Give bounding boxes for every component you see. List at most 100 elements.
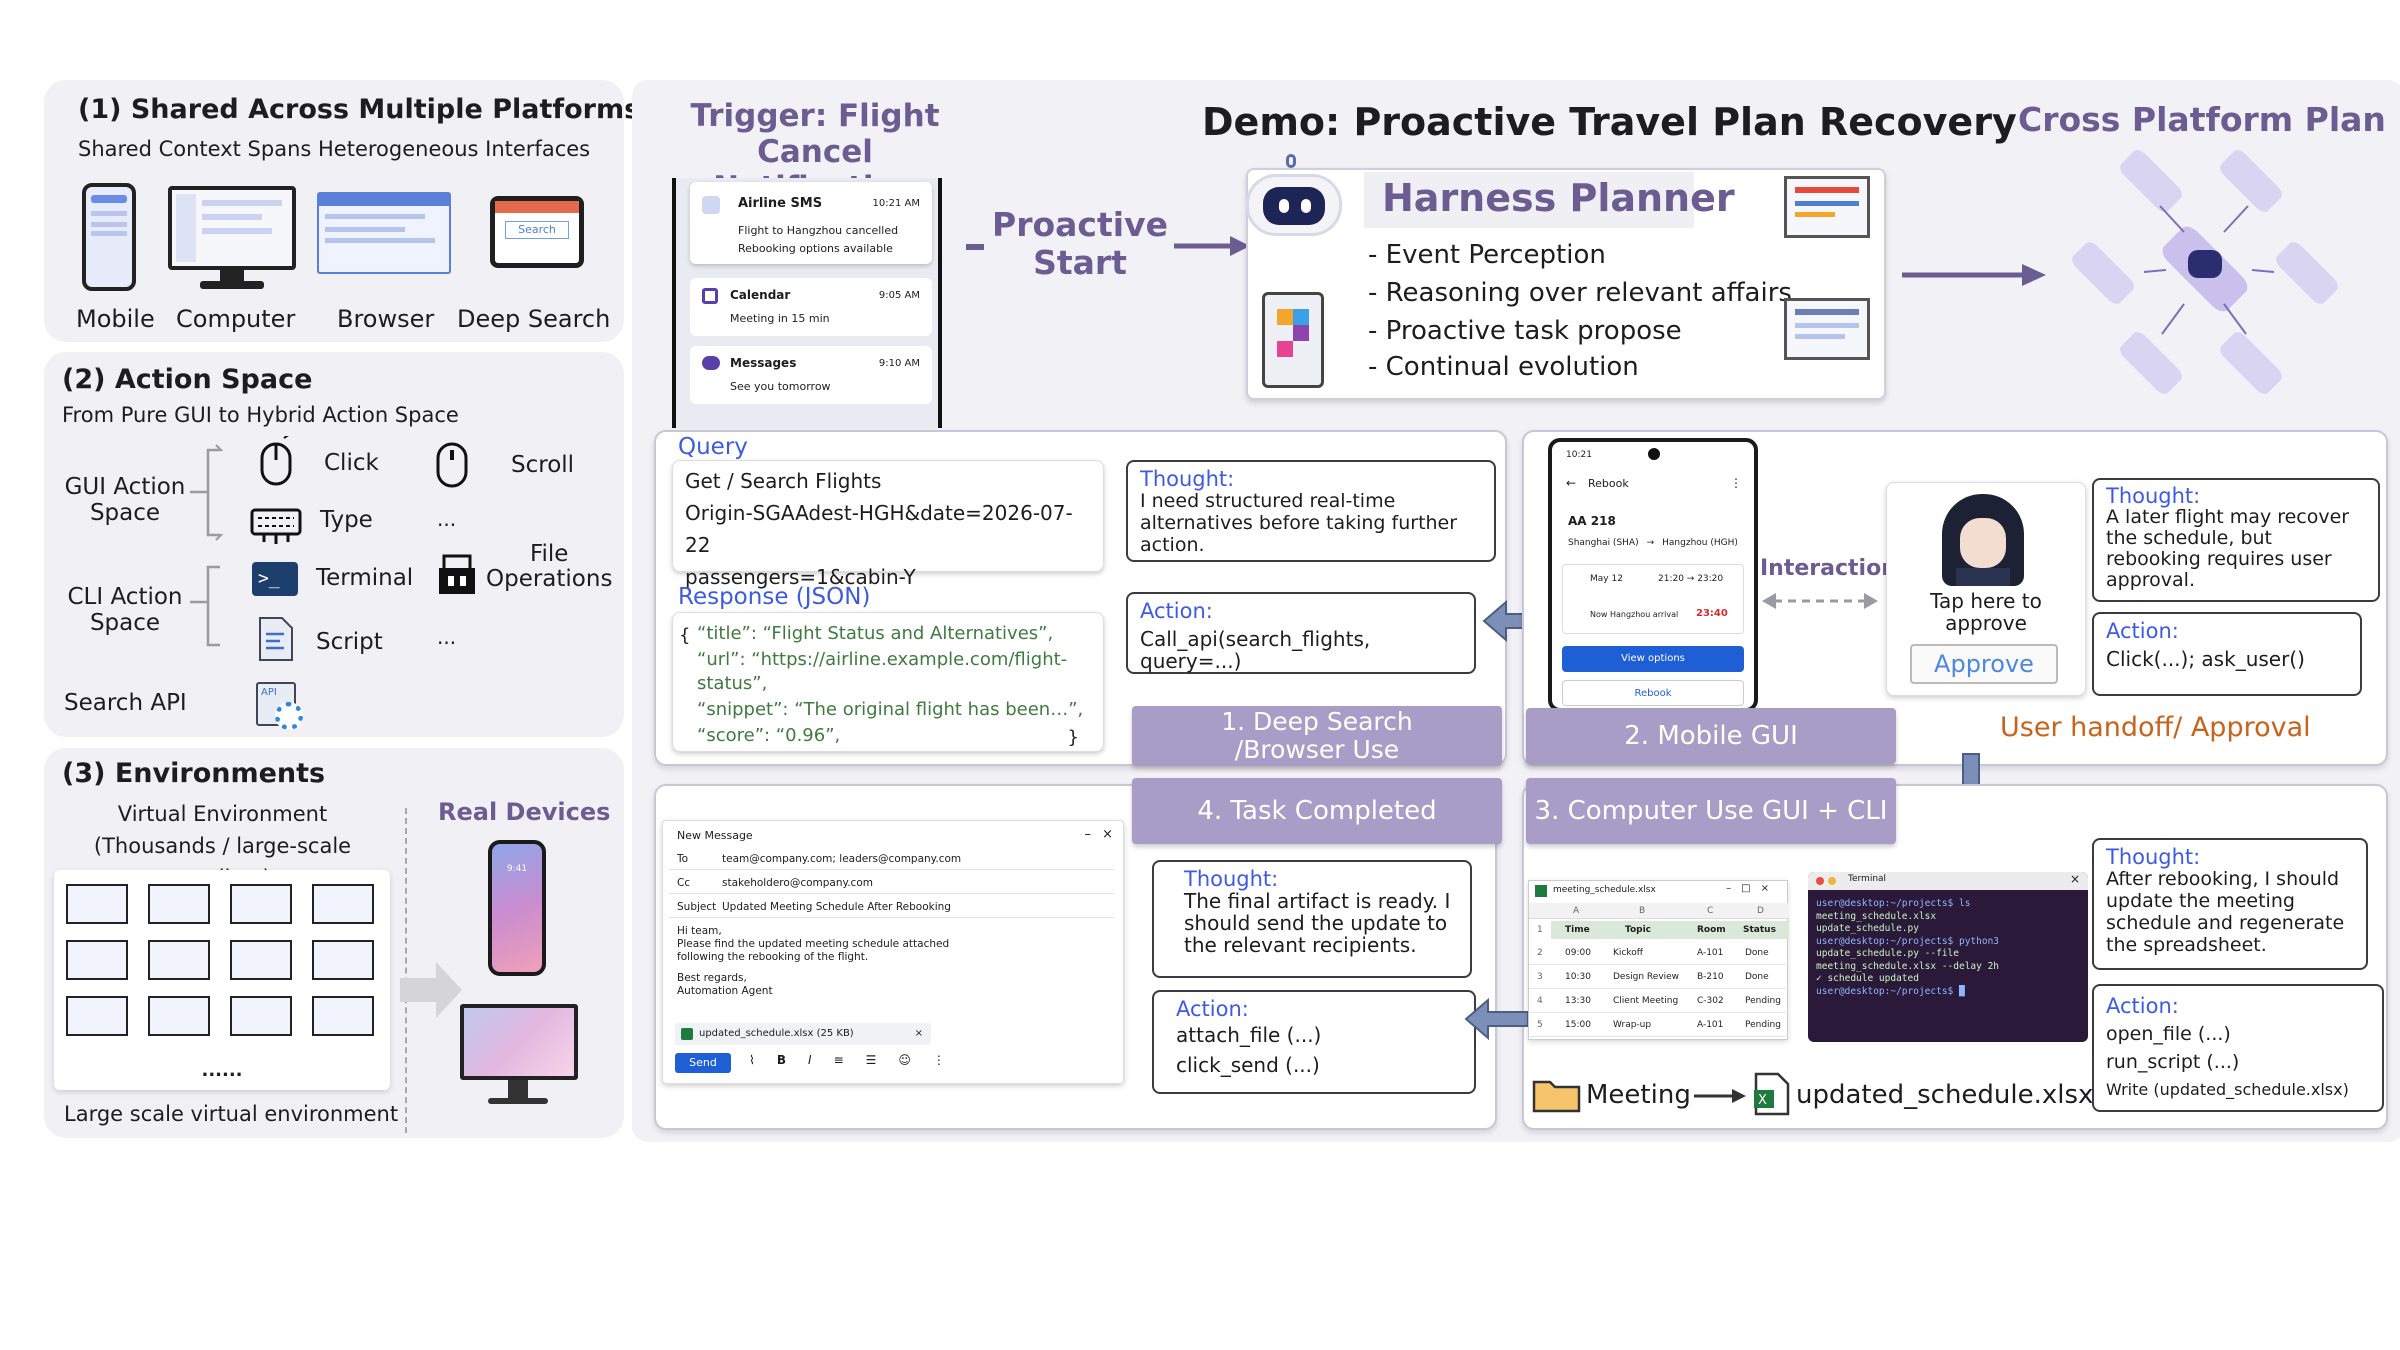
ordered-list-icon[interactable]: ≡ [833,1053,844,1067]
scroll-label: Scroll [511,452,575,478]
messages-icon [702,356,720,370]
terminal-line: ✓ schedule updated [1816,973,1919,984]
rebook-details-box [1562,564,1744,634]
search-api-label: Search API [64,690,187,716]
route-from: Shanghai (SHA) [1568,538,1639,548]
rebook-button[interactable]: Rebook [1562,680,1744,706]
emoji-icon[interactable]: ☺ [898,1053,911,1067]
italic-icon[interactable]: I [808,1053,812,1067]
sec1-title: (1) Shared Across Multiple Platforms [78,94,641,125]
step3-to-step4-arrow [1464,997,1529,1041]
terminal-icon: >_ [252,562,298,596]
route-to: Hangzhou (HGH) [1662,538,1738,548]
more-options-icon[interactable]: ⋮ [932,1053,945,1067]
real-phone-icon: 9:41 [488,840,546,976]
rebook-times: 21:20 → 23:20 [1658,574,1724,584]
rebook-phone: 10:21 ← Rebook ⋮ AA 218 Shanghai (SHA) →… [1548,438,1758,712]
step2-thought-box: Thought: A later flight may recover the … [2092,478,2380,602]
computer-monitor-icon [168,186,296,270]
bullet-list-icon[interactable]: ☰ [865,1053,877,1067]
step2-action-box: Action: Click(...); ask_user() [2092,612,2362,696]
keyboard-type-icon [250,508,302,544]
cli-action-label-line1: CLI Action [67,584,183,610]
terminal-close-icon[interactable]: × [2069,872,2080,886]
send-button[interactable]: Send [675,1053,731,1073]
terminal-label: Terminal [316,565,414,591]
calendar-line1: Meeting in 15 min [730,312,830,325]
gui-action-label-line2: Space [89,500,161,526]
email-attachment-chip[interactable]: updated_schedule.xlsx (25 KB) × [675,1023,931,1045]
file-operations-icon [439,554,475,594]
step1-thought-label: Thought: [1140,467,1235,491]
sms-app-name: Airline SMS [738,196,823,211]
room-cell: A-101 [1697,948,1724,958]
subject-value: Updated Meeting Schedule After Rebooking [722,901,951,913]
rebook-header: Rebook [1588,477,1629,490]
response-line2: “url”: “https://airline.example.com/flig… [697,649,1068,670]
response-line5: “score”: “0.96”, [697,725,841,746]
step3-action-box: Action: open_file (...) run_script (...)… [2092,984,2384,1112]
sandbox-monitor [148,940,210,980]
sandbox-monitor [312,884,374,924]
messages-time: 9:10 AM [878,358,920,369]
attach-clip-icon[interactable]: ⌇ [749,1053,755,1067]
virtual-sandbox-box: ...... [54,870,390,1090]
mobile-device-icon [82,183,136,291]
excel-title: meeting_schedule.xlsx [1553,885,1656,895]
email-body[interactable]: Hi team, Please find the updated meeting… [677,925,949,998]
platform-label-deep-search: Deep Search [457,305,611,333]
row-number: 4 [1537,996,1543,1006]
view-options-button[interactable]: View options [1562,646,1744,672]
meeting-to-file-arrow [1694,1089,1746,1103]
updated-file-label: updated_schedule.xlsx [1796,1080,2094,1110]
virtual-env-line1: Virtual Environment [117,802,328,826]
body-line5: Automation Agent [677,985,773,997]
email-close-icon[interactable]: × [1102,827,1113,842]
status-cell: Pending [1745,1020,1781,1030]
email-minimize-icon[interactable]: – [1084,827,1092,842]
rebook-menu-icon[interactable]: ⋮ [1730,476,1742,490]
notification-messages[interactable]: Messages 9:10 AM See you tomorrow [690,346,932,404]
approve-button[interactable]: Approve [1910,644,2058,684]
time-cell: 13:30 [1565,996,1591,1006]
route-arrow: → [1646,538,1655,548]
real-monitor-icon [460,1004,578,1080]
step2-badge: 2. Mobile GUI [1526,708,1896,764]
notification-sms[interactable]: Airline SMS 10:21 AM Flight to Hangzhou … [690,182,932,264]
cross-platform-title: Cross Platform Plan [2018,100,2386,139]
rebook-route: Shanghai (SHA) → Hangzhou (HGH) [1568,538,1738,548]
step3-badge: 3. Computer Use GUI + CLI [1526,778,1896,844]
remove-attachment-icon[interactable]: × [914,1028,923,1039]
step3-action-2: run_script (...) [2106,1051,2240,1073]
cc-value: stakeholdero@company.com [722,877,873,889]
rebook-arrival-time: 23:40 [1696,608,1728,619]
robot-icon [1246,174,1342,236]
sec3-title: (3) Environments [62,758,326,789]
excel-col-a: A [1573,906,1580,916]
bold-icon[interactable]: B [776,1053,787,1067]
step1-thought-box: Thought: I need structured real-time alt… [1126,460,1496,562]
rebook-status-time: 10:21 [1566,450,1592,460]
sandbox-monitor [66,884,128,924]
terminal-close-dot[interactable] [1816,877,1824,885]
computer-stand [220,270,244,282]
gui-action-label-line1: GUI Action [64,474,186,500]
api-gear-icon [275,702,303,730]
excel-window-controls[interactable]: –□× [1726,883,1779,894]
rebook-back-icon[interactable]: ← [1566,476,1577,490]
excel-col-b: B [1639,906,1646,916]
notification-calendar[interactable]: Calendar 9:05 AM Meeting in 15 min [690,278,932,336]
proactive-dash [966,244,984,250]
room-cell: C-302 [1697,996,1724,1006]
excel-col-c: C [1707,906,1714,916]
terminal-min-dot[interactable] [1828,877,1836,885]
excel-col-header-row [1529,903,1789,919]
cross-platform-diagram [2060,147,2360,410]
